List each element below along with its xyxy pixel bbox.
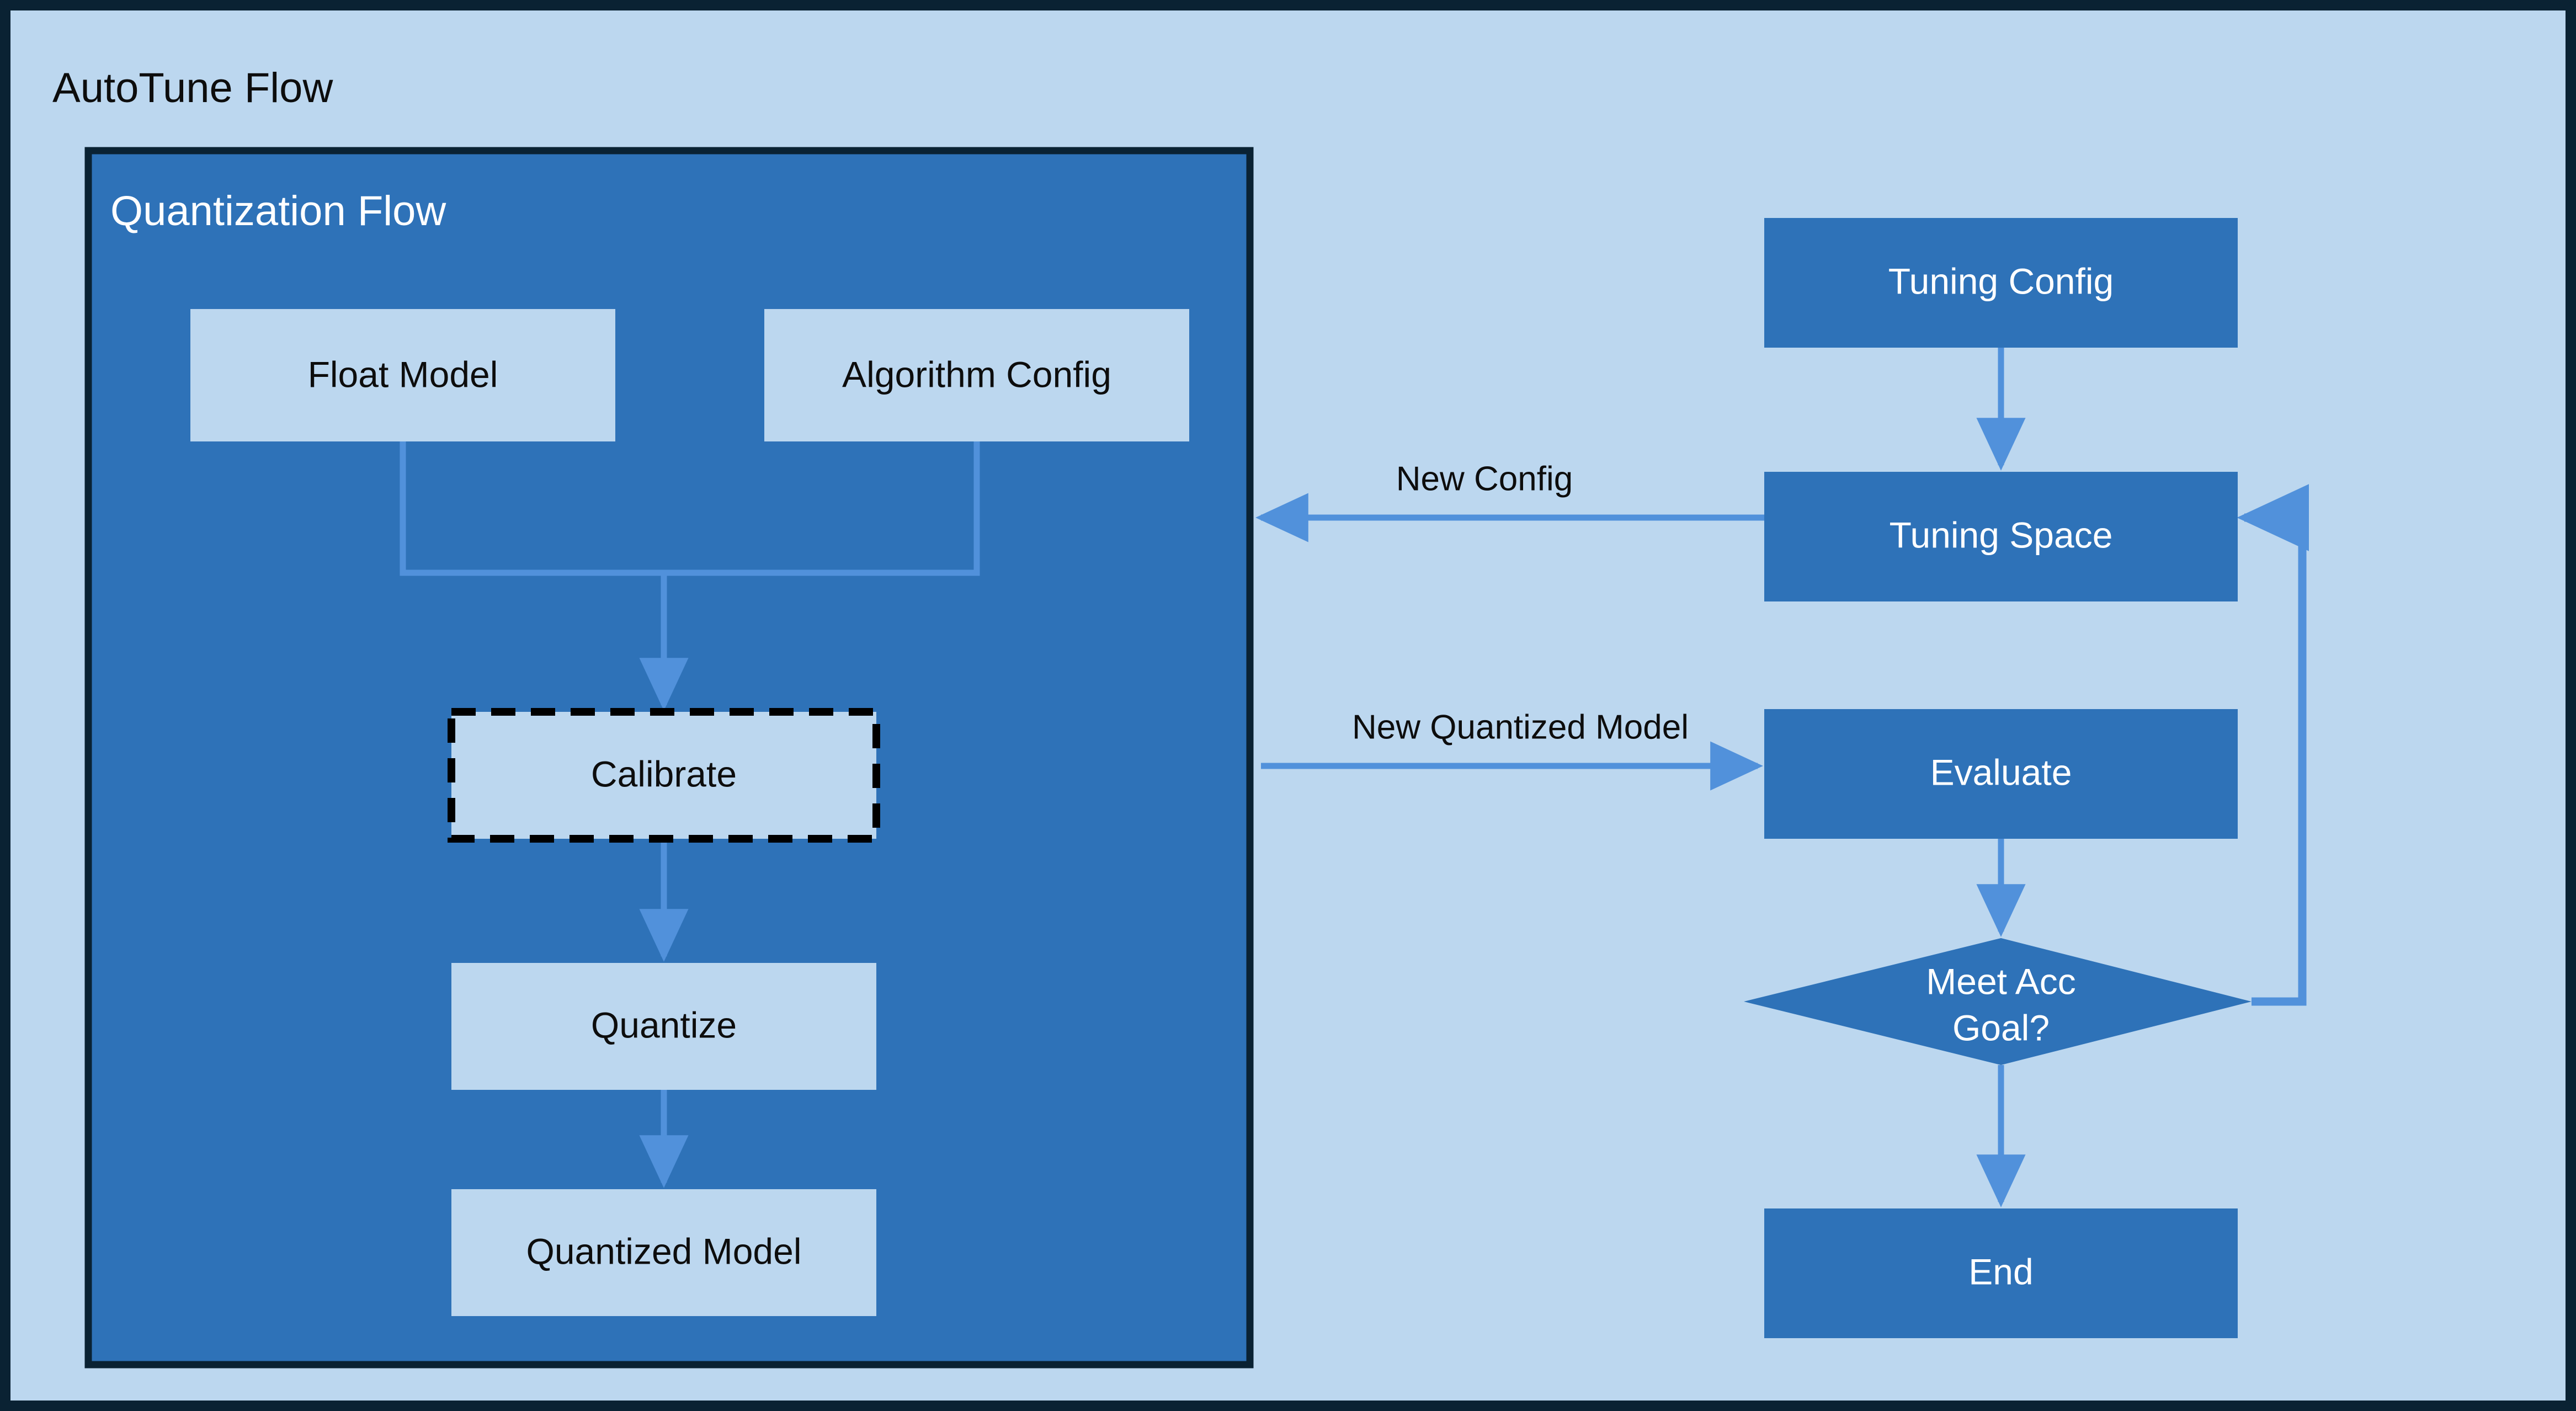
node-tuning-space-label: Tuning Space [1890,514,2113,555]
edge-algorithm-config-to-calibrate [664,441,980,576]
edge-label-new-quantized-model: New Quantized Model [1352,708,1689,746]
edge-label-new-config: New Config [1396,460,1573,498]
node-end-box[interactable] [1764,1208,2238,1338]
node-end-label: End [1968,1251,2033,1292]
node-quantize-label: Quantize [591,1004,737,1045]
node-algorithm-config[interactable]: Algorithm Config [764,309,1189,441]
node-algorithm-config-box[interactable] [764,309,1189,441]
node-tuning-space-box[interactable] [1764,472,2238,601]
node-calibrate[interactable]: Calibrate [448,708,880,843]
node-meet-acc-goal-diamond[interactable] [1744,938,2252,1065]
node-meet-acc-goal-label-line1: Meet Acc [1926,961,2075,1002]
node-quantized-model-box[interactable] [451,1189,876,1316]
node-calibrate-box[interactable] [448,708,880,843]
node-evaluate-box[interactable] [1764,709,2238,839]
edge-meet-acc-goal-to-tuning-space [2237,484,2309,1006]
node-tuning-config[interactable]: Tuning Config [1764,218,2238,348]
node-calibrate-label: Calibrate [591,753,737,794]
node-float-model-label: Float Model [308,354,498,395]
node-quantize[interactable]: Quantize [451,963,876,1090]
node-end[interactable]: End [1764,1208,2238,1338]
node-tuning-config-label: Tuning Config [1888,260,2114,301]
node-quantize-box[interactable] [451,963,876,1090]
node-algorithm-config-label: Algorithm Config [842,354,1111,395]
quantization-flow-title: Quantization Flow [110,188,446,235]
node-float-model[interactable]: Float Model [190,309,615,441]
node-float-model-box[interactable] [190,309,615,441]
node-meet-acc-goal[interactable]: Meet Acc Goal? [1744,938,2252,1065]
node-quantized-model[interactable]: Quantized Model [451,1189,876,1316]
node-tuning-space[interactable]: Tuning Space [1764,472,2238,601]
node-tuning-config-box[interactable] [1764,218,2238,348]
node-meet-acc-goal-label-line2: Goal? [1952,1007,2050,1048]
autotune-flow-title: AutoTune Flow [52,65,333,111]
node-evaluate[interactable]: Evaluate [1764,709,2238,839]
node-evaluate-label: Evaluate [1930,752,2072,792]
node-quantized-model-label: Quantized Model [526,1231,802,1271]
edge-float-model-to-calibrate [400,441,664,576]
